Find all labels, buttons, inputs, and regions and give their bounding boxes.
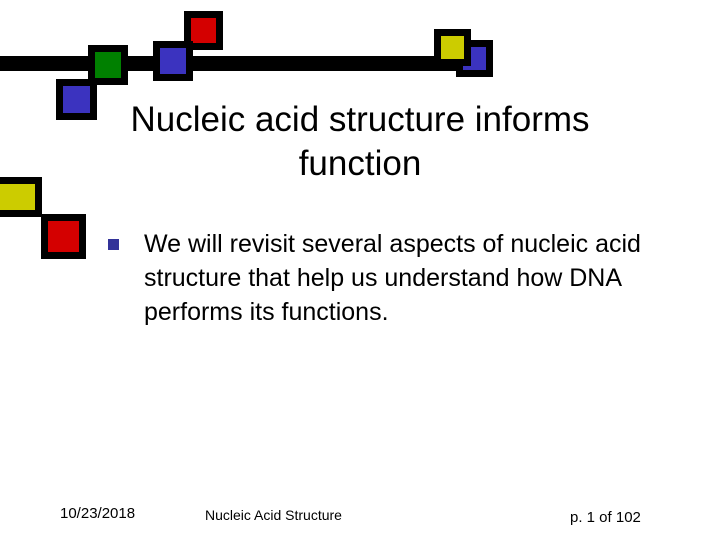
blue-square-middle-shape (153, 41, 193, 81)
bullet-list-item: We will revisit several aspects of nucle… (108, 227, 656, 329)
slide-body: We will revisit several aspects of nucle… (108, 227, 656, 329)
footer-deck-title: Nucleic Acid Structure (205, 507, 342, 523)
footer-page-number: p. 1 of 102 (570, 509, 641, 526)
footer-date: 10/23/2018 (60, 505, 136, 522)
red-square-left-edge-shape (41, 214, 86, 259)
square-bullet-icon (108, 239, 119, 250)
green-square-shape (88, 45, 128, 85)
blue-square-right-shape (456, 40, 493, 77)
yellow-square-left-edge-shape (0, 177, 42, 217)
yellow-square-top-shape (434, 29, 471, 66)
bullet-item-text: We will revisit several aspects of nucle… (144, 230, 641, 326)
red-square-top-shape (184, 11, 223, 50)
slide-footer: 10/23/2018 Nucleic Acid Structure p. 1 o… (0, 505, 720, 535)
horizontal-rule-shape (0, 56, 486, 71)
slide-title: Nucleic acid structure informs function (130, 100, 590, 183)
